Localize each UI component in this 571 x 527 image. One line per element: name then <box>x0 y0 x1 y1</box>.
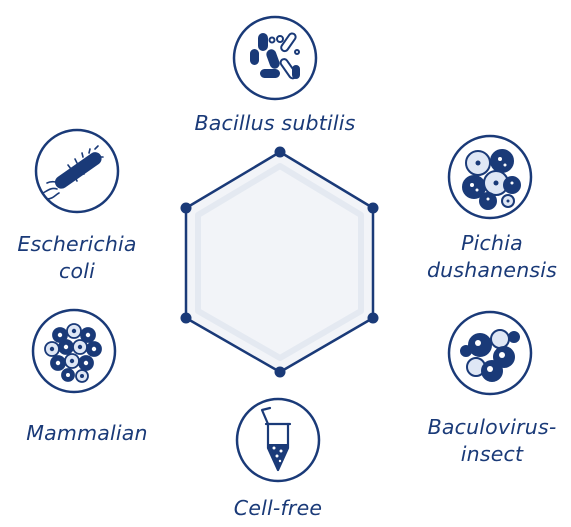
hexagon-vertex-upper-left <box>181 203 192 214</box>
insect-cells-icon <box>449 312 531 394</box>
label-mammalian: Mammalian <box>26 420 148 447</box>
bacteria-rods-icon <box>234 17 316 99</box>
label-line: Pichia <box>461 231 523 255</box>
mammalian-cells-icon <box>33 310 115 392</box>
label-bacillus-subtilis: Bacillus subtilis <box>194 110 355 137</box>
label-cell-free: Cell-free <box>234 495 322 522</box>
e-coli-icon <box>36 130 118 212</box>
yeast-cells-icon <box>449 136 531 218</box>
hexagon-vertex-lower-left <box>181 313 192 324</box>
hexagon-vertex-upper-right <box>368 203 379 214</box>
label-line: Mammalian <box>26 421 148 445</box>
label-baculovirus-insect: Baculovirus-insect <box>428 414 557 468</box>
label-pichia-dushanensis: Pichia dushanensis <box>427 230 557 284</box>
hexagon-vertex-top <box>275 147 286 158</box>
label-line: coli <box>59 259 95 283</box>
label-line: dushanensis <box>427 258 557 282</box>
hexagon-vertex-lower-right <box>368 313 379 324</box>
test-tube-icon <box>237 399 319 481</box>
label-line: insect <box>461 442 524 466</box>
hexagon-vertex-bottom <box>275 367 286 378</box>
label-line: Cell-free <box>234 496 322 520</box>
label-line: Escherichia <box>17 232 136 256</box>
label-line: Baculovirus- <box>428 415 557 439</box>
central-hexagon <box>181 147 379 378</box>
label-line: Bacillus subtilis <box>194 111 355 135</box>
label-escherichia-coli: Escherichia coli <box>17 231 136 285</box>
